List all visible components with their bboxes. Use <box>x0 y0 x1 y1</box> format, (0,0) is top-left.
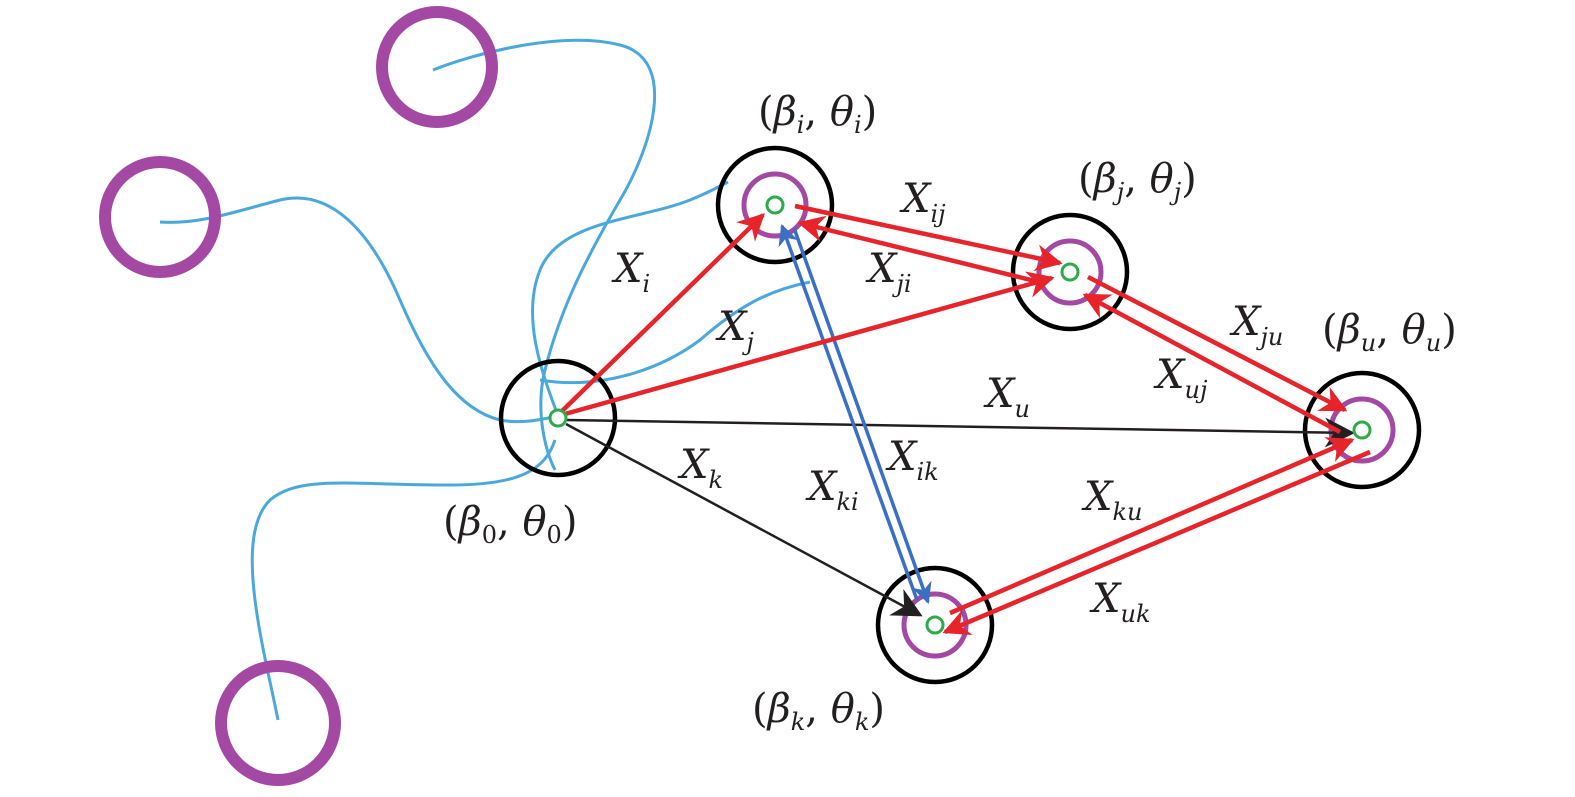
arrow-k-to-i <box>778 224 919 601</box>
arrow-0-to-i <box>558 213 765 415</box>
node-center-j <box>1060 262 1080 282</box>
node-label-k: (βk, θk) <box>752 686 885 736</box>
arrow-u-to-j <box>1082 293 1342 434</box>
arrow-0-to-k <box>565 422 923 617</box>
node-center-u <box>1352 420 1372 440</box>
edge-label-Xj: Xj <box>715 304 754 356</box>
black-arrows <box>565 417 1355 617</box>
node-inner-ring-i <box>741 171 809 239</box>
edge-label-Xk: Xk <box>677 442 723 494</box>
curve-to-i <box>531 180 729 417</box>
arrow-u-to-k <box>942 449 1371 635</box>
edge-label-Xki: Xki <box>805 464 859 516</box>
arrow-0-to-u <box>565 417 1355 448</box>
curve-left <box>159 196 559 424</box>
node-ring-i <box>715 145 835 265</box>
node-center-k <box>925 615 945 635</box>
node-label-i: (βi, θi) <box>758 89 877 139</box>
endpoint-circle-bottom <box>215 660 341 786</box>
endpoint-circle-top <box>376 6 498 128</box>
curve-bottom <box>250 439 557 721</box>
edge-label-Xuk: Xuk <box>1089 576 1150 628</box>
edge-label-Xku: Xku <box>1081 474 1142 526</box>
arrow-k-to-u <box>949 437 1355 616</box>
arrow-0-to-j <box>564 271 1055 417</box>
endpoint-circles <box>99 6 498 786</box>
arrow-i-to-j <box>794 203 1063 272</box>
node-label-0: (β0, θ0) <box>443 499 577 549</box>
arrow-i-to-k <box>792 227 932 604</box>
edge-label-Xju: Xju <box>1229 299 1283 351</box>
blue-arrows <box>778 224 932 604</box>
endpoint-circle-left <box>99 156 221 278</box>
node-label-j: (βj, θj) <box>1078 156 1197 206</box>
edge-label-Xji: Xji <box>865 246 912 298</box>
node-ring-j <box>1010 212 1130 332</box>
arrow-j-to-u <box>1086 275 1348 412</box>
trajectory-curves <box>159 38 811 721</box>
edge-label-Xik: Xik <box>885 434 939 486</box>
red-arrows <box>558 203 1371 635</box>
node-inner-rings <box>741 171 1396 659</box>
edge-label-Xij: Xij <box>899 176 946 228</box>
arrow-j-to-i <box>797 215 1044 286</box>
node-ring-u <box>1302 370 1422 490</box>
node-centers <box>548 195 1372 635</box>
edge-label-Xu: Xu <box>983 371 1030 423</box>
node-ring-0 <box>498 358 618 478</box>
edge-label-Xuj: Xuj <box>1153 352 1208 404</box>
node-rings <box>498 145 1422 685</box>
node-center-0 <box>548 408 568 428</box>
node-center-i <box>765 195 785 215</box>
node-label-u: (βu, θu) <box>1322 307 1457 357</box>
node-ring-k <box>875 565 995 685</box>
curve-top <box>432 38 657 471</box>
edge-label-Xi: Xi <box>611 246 650 298</box>
